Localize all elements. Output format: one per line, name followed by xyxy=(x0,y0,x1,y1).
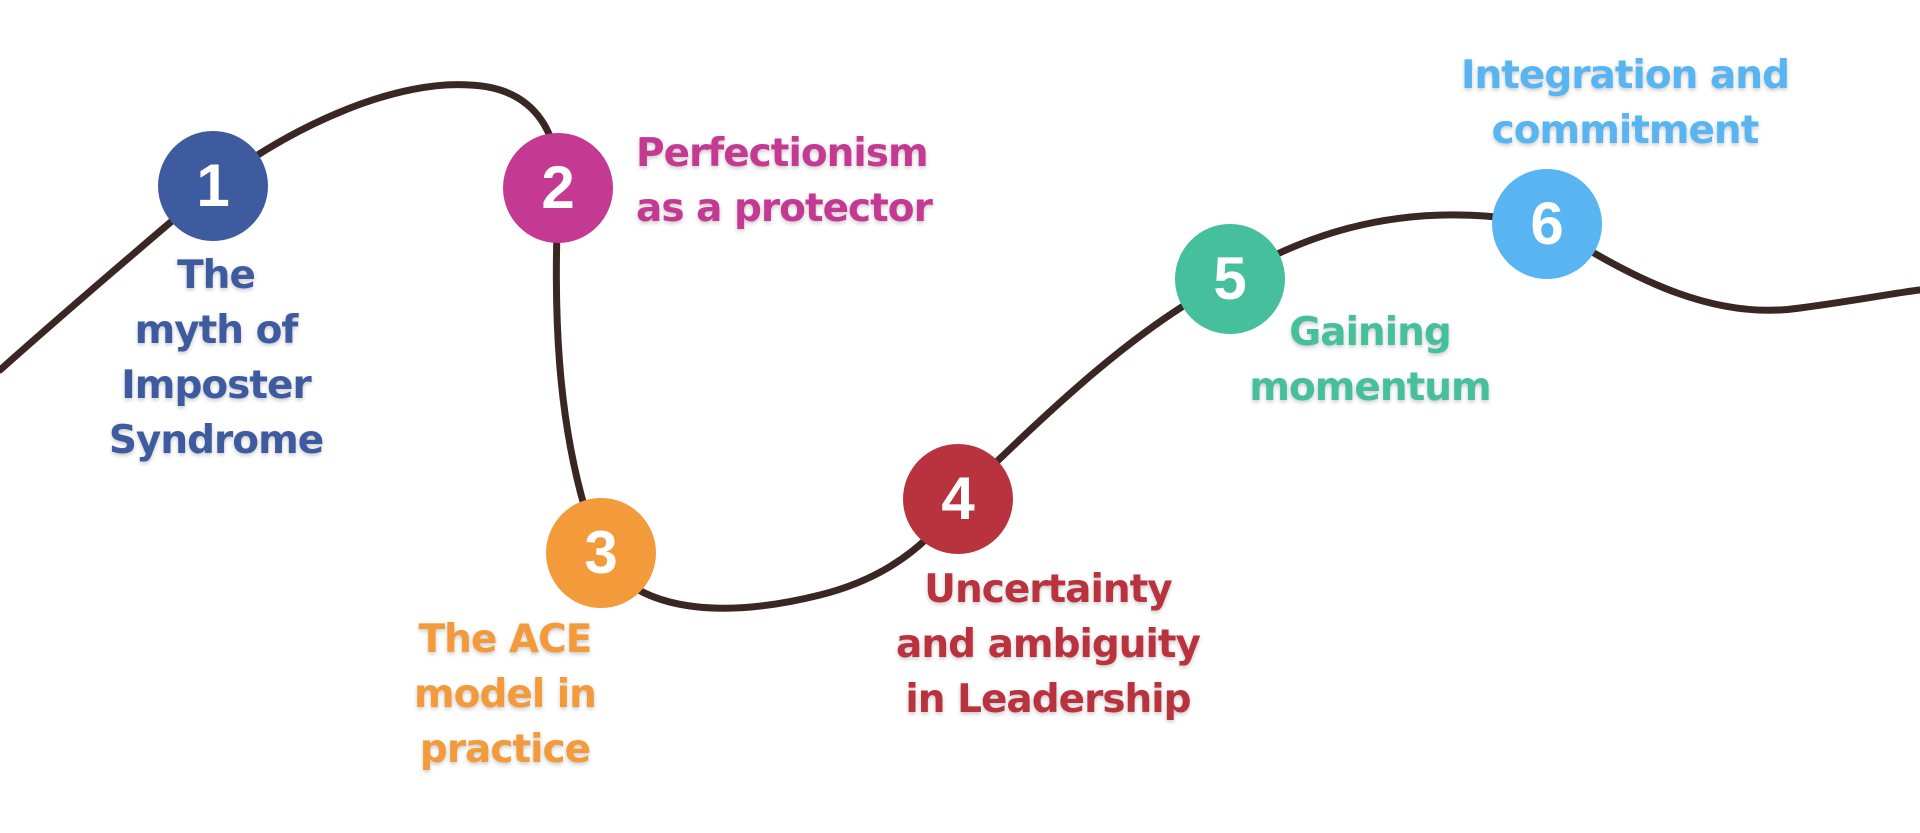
step-3-label: The ACE model in practice xyxy=(395,612,615,777)
step-5-label-line: Gaining xyxy=(1289,310,1452,355)
step-4-label-line: in Leadership xyxy=(905,677,1191,722)
step-3-circle: 3 xyxy=(546,498,656,608)
step-3-label-line: model in xyxy=(414,672,597,717)
step-4-number: 4 xyxy=(941,465,975,532)
step-2-label: Perfectionism as a protector xyxy=(636,126,933,236)
step-5-number: 5 xyxy=(1213,245,1247,312)
step-2-number: 2 xyxy=(541,154,575,221)
step-1-label-line: Imposter xyxy=(121,363,311,408)
step-6-label-line: commitment xyxy=(1491,108,1760,153)
step-3-number: 3 xyxy=(584,519,618,586)
step-1-label-line: The xyxy=(177,253,256,298)
step-5-circle: 5 xyxy=(1175,224,1285,334)
step-6-label-line: Integration and xyxy=(1461,53,1790,98)
step-1-number: 1 xyxy=(196,152,230,219)
step-6-label: Integration and commitment xyxy=(1440,48,1810,158)
step-1-label-line: myth of xyxy=(134,308,299,353)
step-6-circle: 6 xyxy=(1492,169,1602,279)
step-4-label: Uncertainty and ambiguity in Leadership xyxy=(878,562,1218,727)
step-1-circle: 1 xyxy=(158,131,268,241)
step-2-label-line: as a protector xyxy=(636,186,933,231)
step-5-label-line: momentum xyxy=(1249,365,1491,410)
step-2-circle: 2 xyxy=(503,133,613,243)
step-1-label: The myth of Imposter Syndrome xyxy=(96,248,336,468)
step-5-label: Gaining momentum xyxy=(1225,305,1515,415)
step-3-label-line: The ACE xyxy=(418,617,593,662)
step-4-label-line: Uncertainty xyxy=(924,567,1172,612)
step-3-label-line: practice xyxy=(419,727,591,772)
step-1-label-line: Syndrome xyxy=(108,418,324,463)
step-2-label-line: Perfectionism xyxy=(636,131,929,176)
step-6-number: 6 xyxy=(1530,190,1564,257)
step-4-circle: 4 xyxy=(903,444,1013,554)
step-4-label-line: and ambiguity xyxy=(896,622,1201,667)
